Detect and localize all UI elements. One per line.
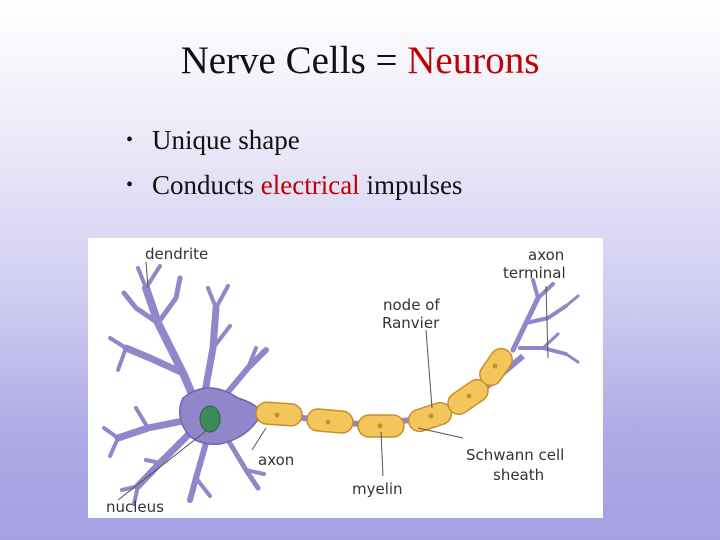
title-prefix: Nerve Cells = bbox=[180, 39, 408, 82]
label-nucleus: nucleus bbox=[106, 498, 164, 516]
label-node-2: Ranvier bbox=[382, 314, 440, 332]
bullet-list: •Unique shape •Conducts electrical impul… bbox=[126, 122, 462, 212]
myelin-segments bbox=[255, 347, 513, 438]
label-axon-terminal-1: axon bbox=[528, 246, 564, 264]
bullet-text-end: impulses bbox=[359, 170, 463, 200]
bullet-item: •Conducts electrical impulses bbox=[126, 170, 463, 200]
bullet-item: •Unique shape bbox=[126, 125, 300, 155]
title-accent: Neurons bbox=[407, 39, 540, 82]
label-dendrite: dendrite bbox=[145, 245, 208, 263]
nucleus-shape bbox=[199, 405, 221, 433]
neuron-svg: dendrite axon terminal node of Ranvier a… bbox=[102, 245, 580, 516]
label-schwann-1: Schwann cell bbox=[466, 446, 564, 464]
label-schwann-2: sheath bbox=[493, 466, 544, 484]
label-myelin: myelin bbox=[352, 480, 403, 498]
bullet-accent: electrical bbox=[260, 170, 360, 200]
slide-title: Nerve Cells = Neurons bbox=[0, 38, 720, 83]
leader-lines bbox=[117, 261, 549, 501]
neuron-diagram: dendrite axon terminal node of Ranvier a… bbox=[88, 238, 603, 518]
bullet-text: Unique shape bbox=[152, 125, 300, 155]
bullet-text: Conducts bbox=[152, 170, 261, 200]
label-node-1: node of bbox=[383, 296, 440, 314]
axon-terminal bbox=[510, 278, 580, 364]
label-axon: axon bbox=[258, 451, 294, 469]
myelin-dots bbox=[274, 363, 498, 429]
dendrites bbox=[102, 264, 269, 506]
label-axon-terminal-2: terminal bbox=[503, 264, 566, 282]
